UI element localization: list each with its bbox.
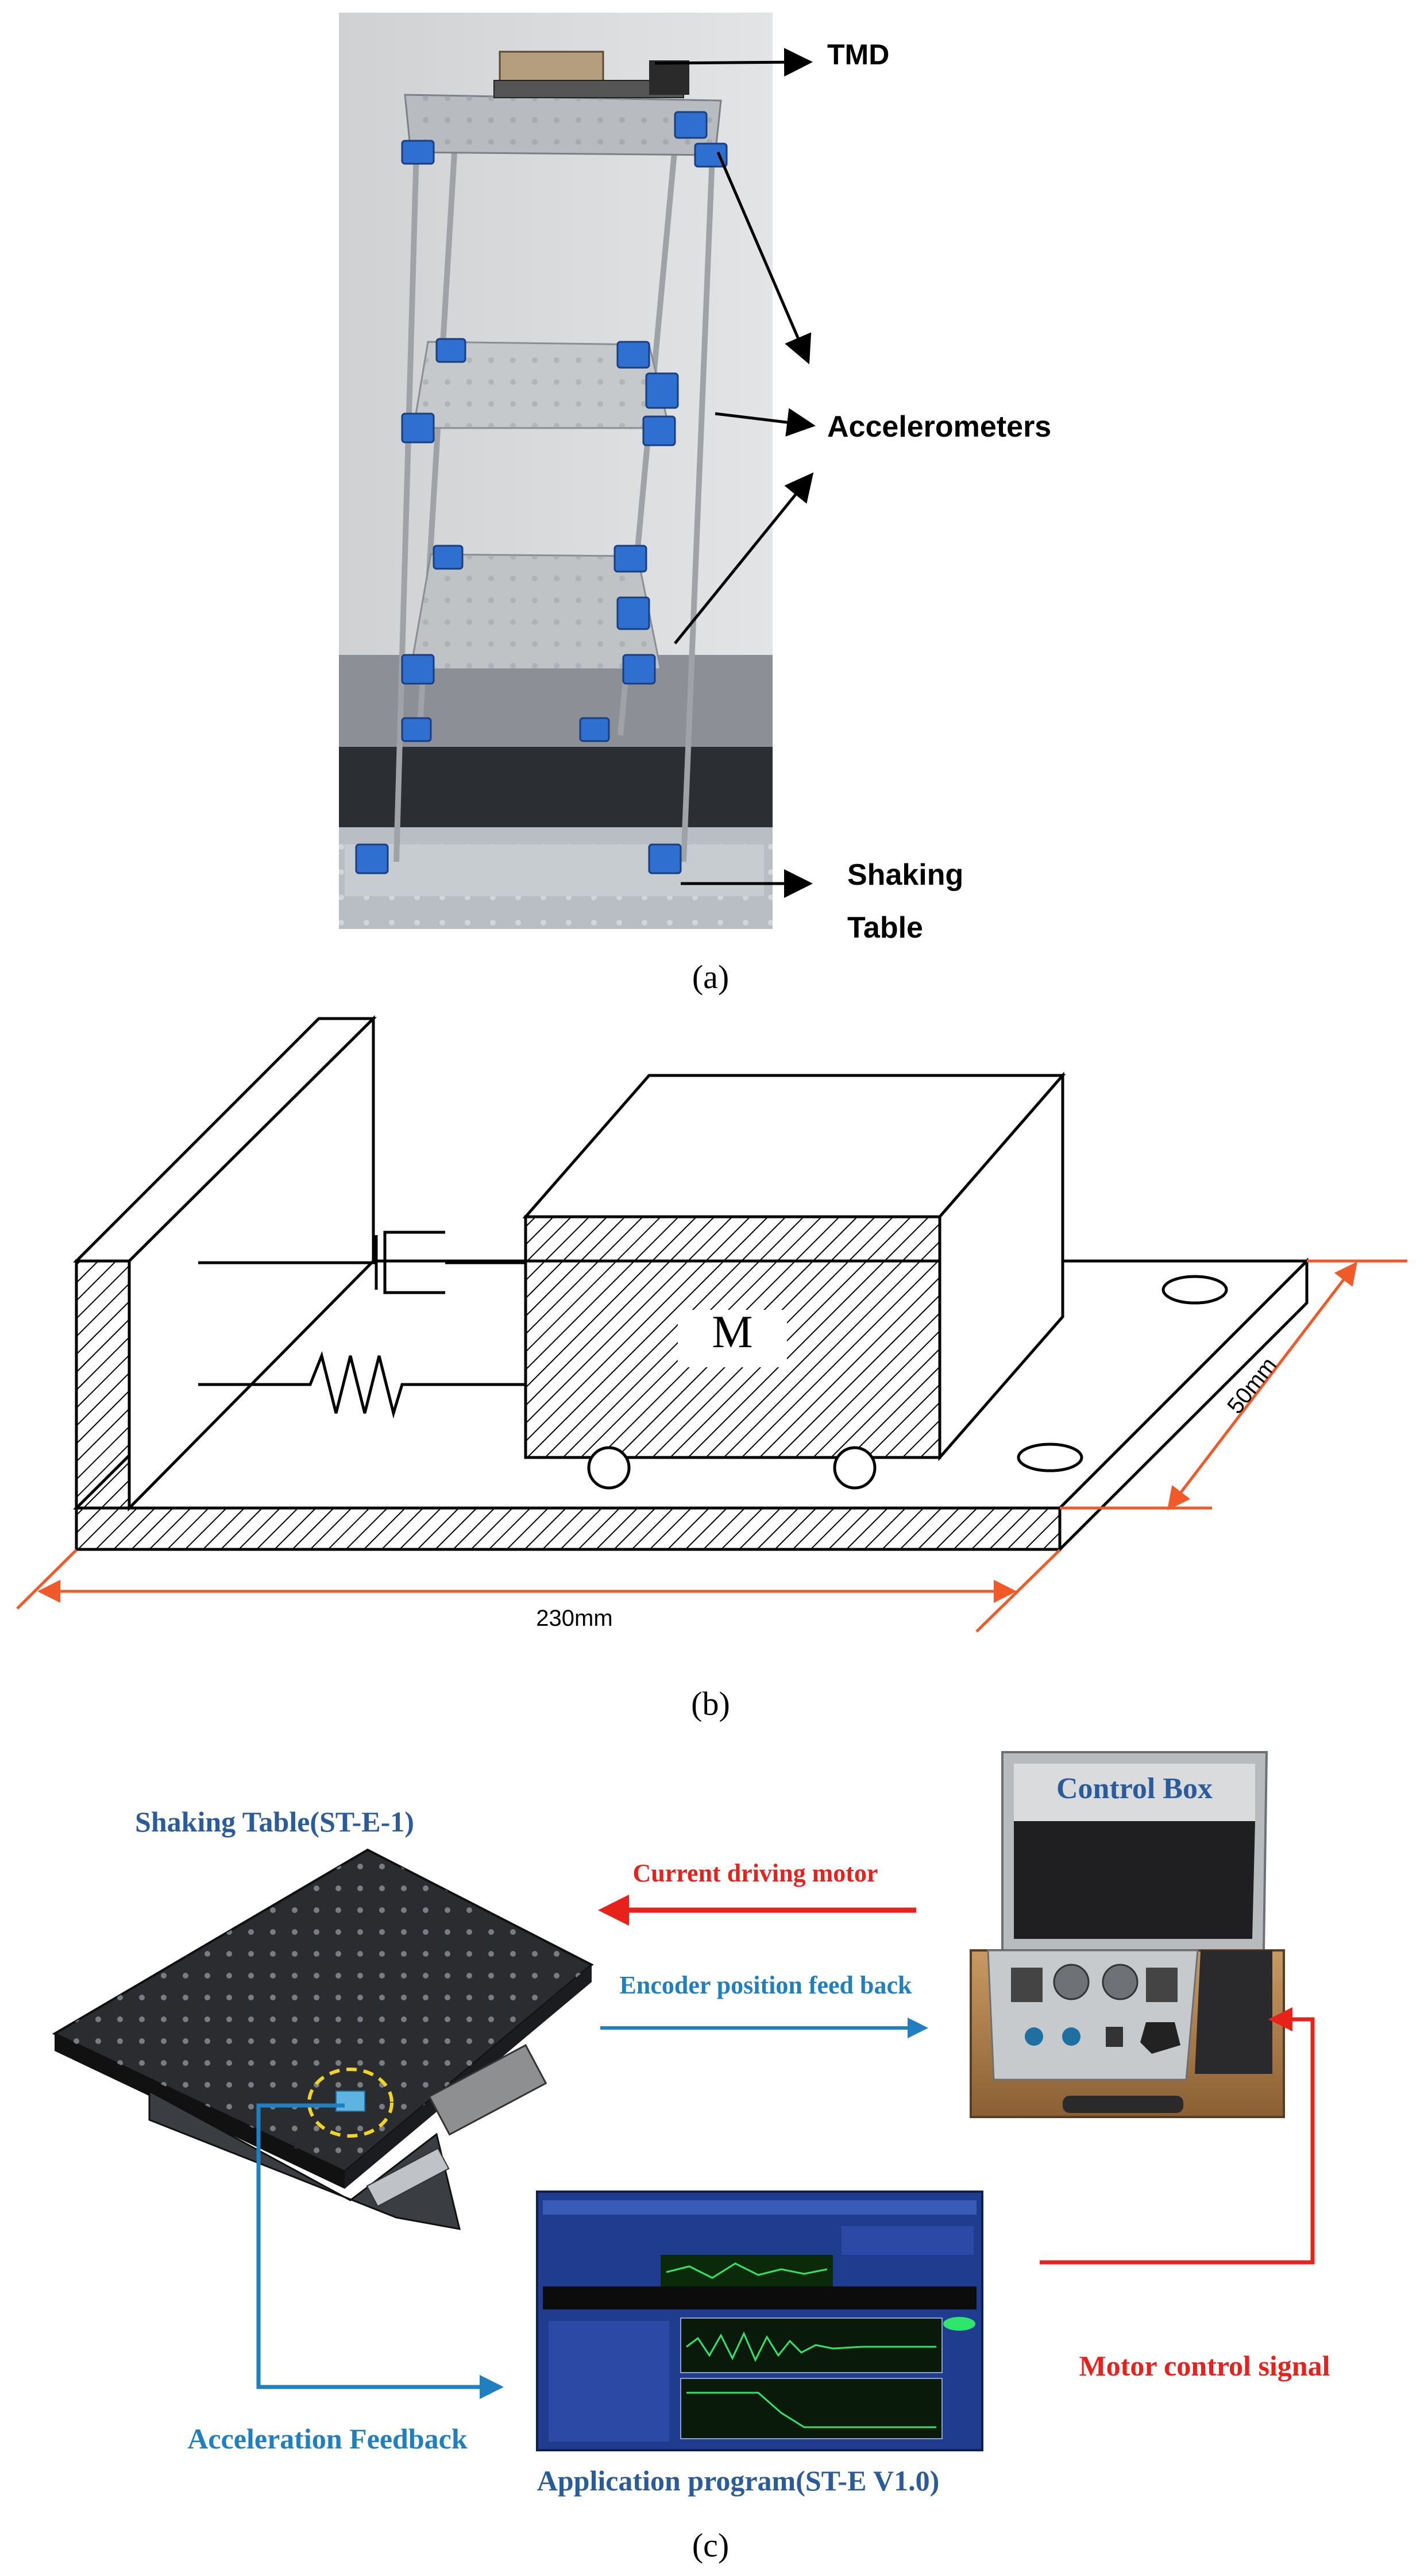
shaking-table-photo <box>52 1848 594 2230</box>
motor-control-signal-line <box>1040 2007 1315 2265</box>
tmd-device <box>493 51 689 98</box>
mass-label: M <box>712 1307 752 1358</box>
encoder-feedback-label: Encoder position feed back <box>620 1971 912 1999</box>
current-driving-motor-label: Current driving motor <box>633 1859 878 1887</box>
blue-connectors <box>355 111 728 874</box>
motor-control-signal-label: Motor control signal <box>1079 2350 1330 2382</box>
application-program-screenshot <box>536 2191 983 2451</box>
application-program-label: Application program(ST-E V1.0) <box>537 2465 940 2497</box>
caption-c: (c) <box>692 2527 729 2564</box>
control-box-photo <box>970 1751 1285 2118</box>
label-tmd: TMD <box>827 38 889 71</box>
signal-arrows: Current driving motor Encoder position f… <box>598 1859 928 2038</box>
panel-a-annotations: TMD Accelerometers Shaking Table (a) <box>654 38 1051 996</box>
length-dimension-label: 230mm <box>536 1606 612 1631</box>
label-shaking: Shaking <box>847 858 963 892</box>
panel-a-photo <box>339 13 773 929</box>
panel-b-schematic <box>16 1015 1407 1633</box>
label-table: Table <box>847 911 923 944</box>
acceleration-feedback-label: Acceleration Feedback <box>187 2423 468 2455</box>
caption-a: (a) <box>692 958 729 996</box>
control-box-label: Control Box <box>1056 1772 1213 1805</box>
label-accelerometers: Accelerometers <box>827 410 1051 444</box>
shaking-table-label: Shaking Table(ST-E-1) <box>135 1806 414 1838</box>
caption-b: (b) <box>691 1685 730 1722</box>
floor-plates <box>404 94 722 670</box>
acceleration-feedback-line <box>256 2103 504 2399</box>
